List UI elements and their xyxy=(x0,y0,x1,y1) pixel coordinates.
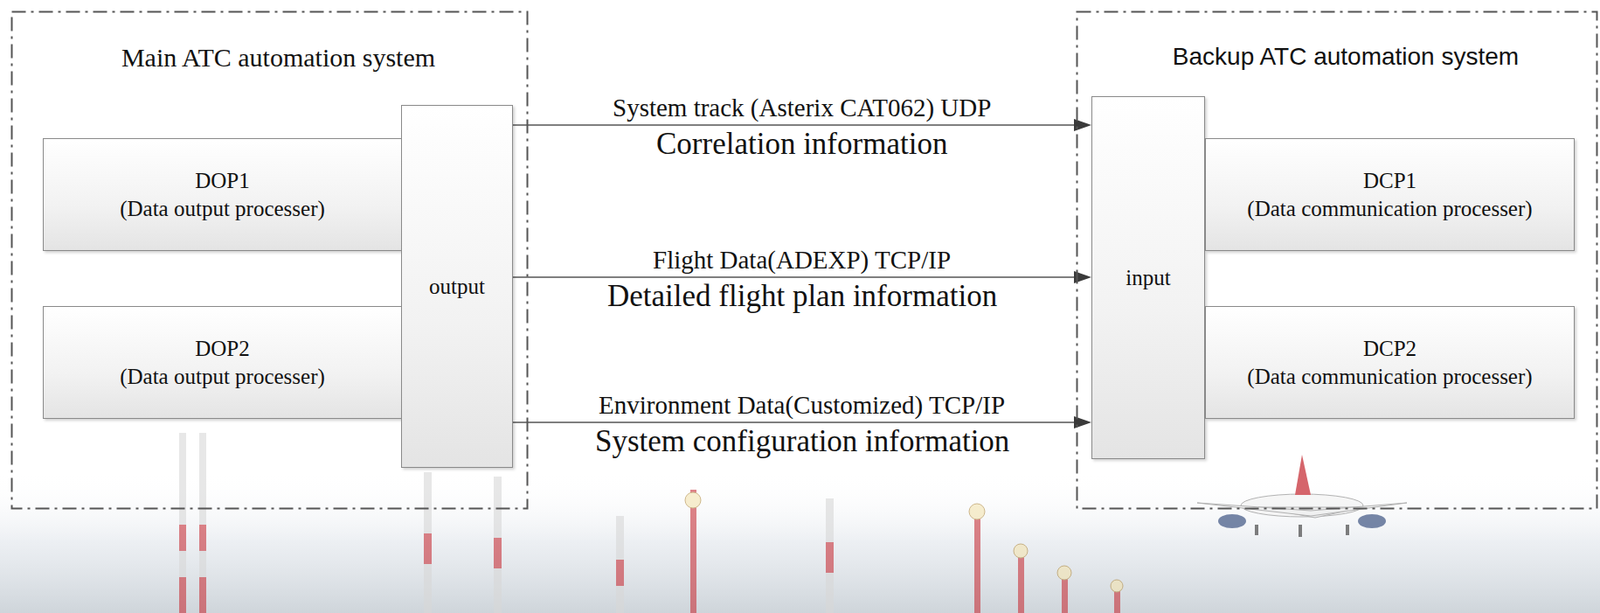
edge-label: Flight Data(ADEXP) TCP/IP xyxy=(652,246,951,275)
group-title: Backup ATC automation system xyxy=(1075,42,1600,71)
pole-stripe xyxy=(423,533,432,564)
pole xyxy=(825,498,834,613)
processor-box: DOP1(Data output processer) xyxy=(42,138,402,251)
pole-stripe xyxy=(179,576,187,613)
gear xyxy=(1298,524,1303,537)
box-title: output xyxy=(429,272,485,300)
box-title: DCP1 xyxy=(1363,166,1417,194)
arrow-line xyxy=(512,421,1076,423)
pole xyxy=(974,511,981,613)
arrow-line xyxy=(512,276,1076,278)
box-title: DOP2 xyxy=(194,334,250,362)
lamp xyxy=(969,503,985,520)
airplane xyxy=(1197,454,1407,537)
lamp xyxy=(1013,543,1028,558)
pole-stripe xyxy=(616,559,624,586)
engine xyxy=(1218,513,1247,528)
port-box: input xyxy=(1091,96,1206,459)
main-system-group: Main ATC automation systemDOP1(Data outp… xyxy=(10,10,547,510)
tail-fin xyxy=(1295,454,1311,495)
pole xyxy=(1018,550,1025,613)
pole xyxy=(199,432,207,613)
flow-description: Correlation information xyxy=(656,127,948,162)
processor-box: DCP1(Data communication processer) xyxy=(1205,138,1575,251)
box-subtitle: (Data communication processer) xyxy=(1246,194,1532,222)
pole xyxy=(493,476,502,613)
lamp xyxy=(1110,579,1123,592)
ground-band xyxy=(0,471,1600,613)
pole-stripe xyxy=(199,576,207,613)
light-poles xyxy=(179,432,1123,613)
pole xyxy=(616,515,624,613)
arrow-line xyxy=(512,124,1076,126)
engine xyxy=(1357,513,1386,528)
edge-label: Environment Data(Customized) TCP/IP xyxy=(598,391,1005,420)
gear xyxy=(1345,524,1350,535)
processor-box: DCP2(Data communication processer) xyxy=(1205,305,1575,419)
lamp xyxy=(1057,565,1072,580)
edge-label: System track (Asterix CAT062) UDP xyxy=(612,94,991,123)
box-subtitle: (Data output processer) xyxy=(119,362,326,390)
flow-description: System configuration information xyxy=(595,424,1010,459)
box-title: DOP1 xyxy=(194,166,250,194)
box-title: DCP2 xyxy=(1363,334,1417,362)
pole-stripe xyxy=(179,524,187,551)
backup-system-group: Backup ATC automation systeminputDCP1(Da… xyxy=(1075,10,1600,510)
box-title: input xyxy=(1125,263,1171,291)
pole-stripe xyxy=(825,541,834,573)
pole-stripe xyxy=(493,537,502,568)
box-subtitle: (Data communication processer) xyxy=(1246,362,1532,390)
lamp xyxy=(685,491,701,508)
pole xyxy=(423,471,432,613)
pole xyxy=(179,432,187,613)
processor-box: DOP2(Data output processer) xyxy=(42,305,402,419)
flow-description: Detailed flight plan information xyxy=(607,279,998,314)
port-box: output xyxy=(401,104,513,468)
group-title: Main ATC automation system xyxy=(10,42,547,73)
pole-stripe xyxy=(199,524,207,551)
box-subtitle: (Data output processer) xyxy=(119,194,326,222)
gear xyxy=(1254,524,1259,535)
group-outline xyxy=(1077,12,1598,509)
group-outline xyxy=(12,12,528,509)
